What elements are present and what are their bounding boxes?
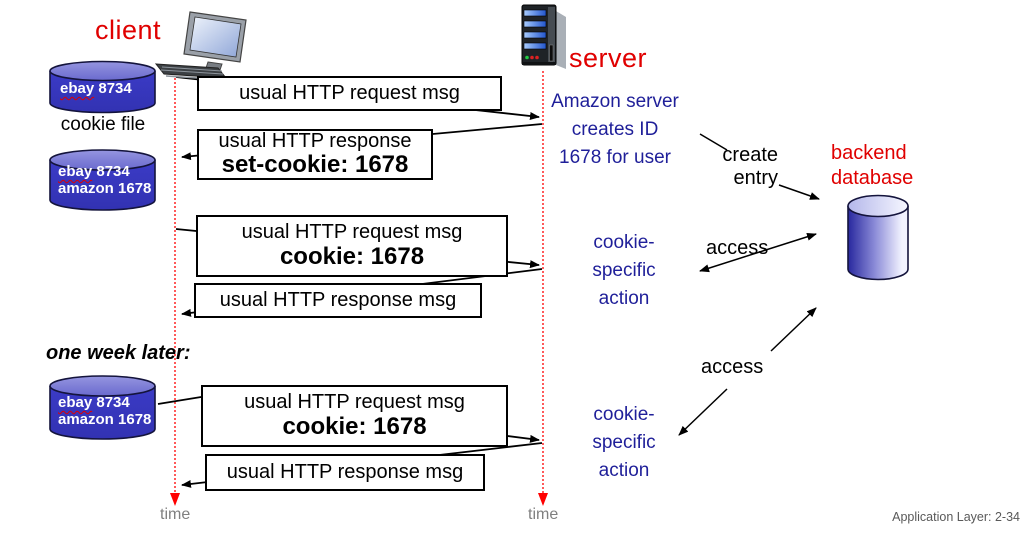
cookie-entry-site: ebay bbox=[58, 394, 93, 411]
msg-line1: usual HTTP request msg bbox=[244, 391, 465, 414]
client-time-label: time bbox=[160, 506, 191, 523]
access-label-bottom: access bbox=[701, 356, 764, 378]
client-label: client bbox=[95, 15, 162, 45]
cookie-specific-action-top: cookie- specific action bbox=[592, 232, 656, 309]
cookie-file-cylinder-1 bbox=[49, 60, 156, 114]
msg-request-cookie-2: usual HTTP request msg cookie: 1678 bbox=[201, 385, 508, 447]
cookie-entry-site: ebay bbox=[58, 163, 93, 180]
cookie-entry-site: ebay bbox=[60, 80, 95, 97]
backend-database-cylinder bbox=[847, 194, 909, 281]
cookie-entry-id: 8734 bbox=[92, 394, 130, 411]
msg-line2: cookie: 1678 bbox=[279, 242, 425, 270]
create-entry-label: create entry bbox=[722, 144, 778, 189]
msg-line1: usual HTTP response bbox=[218, 129, 412, 152]
access-label-top: access bbox=[706, 237, 769, 259]
server-timeline bbox=[538, 71, 548, 506]
backend-arrows bbox=[678, 133, 820, 436]
arrow-create-entry-db bbox=[778, 184, 820, 200]
cookie-file-cylinder-2 bbox=[49, 149, 156, 211]
server-tower-icon bbox=[521, 4, 566, 69]
server-time-label: time bbox=[528, 506, 559, 523]
msg-line1: usual HTTP request msg bbox=[239, 82, 460, 105]
cookie-specific-action-bottom: cookie- specific action bbox=[592, 404, 656, 481]
msg-request-1: usual HTTP request msg bbox=[197, 76, 502, 111]
arrow-access-to-action bbox=[678, 388, 728, 436]
msg-line1: usual HTTP request msg bbox=[241, 221, 463, 244]
client-computer-icon bbox=[154, 11, 247, 79]
cookie-file-entry-1: ebay 8734 bbox=[60, 80, 132, 97]
msg-line1: usual HTTP response msg bbox=[226, 461, 464, 484]
backend-database-label: backend database bbox=[831, 142, 914, 189]
cookie-entry-id: 8734 bbox=[94, 80, 132, 97]
slide-number: Application Layer: 2-34 bbox=[892, 510, 1020, 524]
msg-line1: usual HTTP response msg bbox=[219, 289, 457, 312]
cookie-file-entry-2: ebay 8734 amazon 1678 bbox=[58, 163, 151, 197]
cookie-file-cylinder-3 bbox=[49, 375, 156, 440]
msg-response-2: usual HTTP response msg bbox=[194, 283, 482, 318]
msg-line2: set-cookie: 1678 bbox=[221, 151, 409, 179]
leader-create-entry bbox=[699, 133, 728, 151]
arrow-access-top bbox=[699, 232, 817, 273]
one-week-later-label: one week later: bbox=[46, 342, 191, 364]
msg-line2: cookie: 1678 bbox=[282, 412, 427, 440]
arrow-access-bottom-db bbox=[770, 307, 817, 352]
msg-response-3: usual HTTP response msg bbox=[205, 454, 485, 491]
client-timeline bbox=[170, 78, 180, 506]
cookie-entry-id: 8734 bbox=[92, 163, 130, 180]
msg-request-cookie-1: usual HTTP request msg cookie: 1678 bbox=[196, 215, 508, 277]
cookie-entry-row: amazon 1678 bbox=[58, 411, 152, 428]
server-label: server bbox=[569, 43, 648, 73]
cookie-entry-row: amazon 1678 bbox=[58, 180, 152, 197]
msg-response-setcookie: usual HTTP response set-cookie: 1678 bbox=[197, 129, 433, 180]
cookie-file-entry-3: ebay 8734 amazon 1678 bbox=[58, 394, 151, 428]
cookie-file-caption: cookie file bbox=[60, 114, 146, 135]
server-creates-id-note: Amazon server creates ID 1678 for user bbox=[551, 91, 679, 168]
